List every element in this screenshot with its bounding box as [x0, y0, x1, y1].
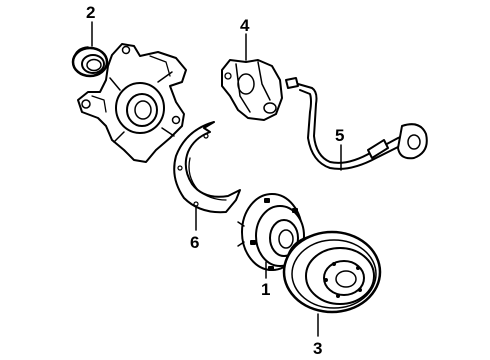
callout-4: 4 — [240, 16, 250, 35]
caliper-part — [221, 59, 283, 121]
callout-6: 6 — [190, 233, 199, 252]
callout-labels: 2 4 5 6 1 3 — [86, 3, 344, 358]
seal-part — [71, 46, 109, 78]
leader-lines — [91, 21, 342, 337]
brake-hose-part — [285, 77, 428, 170]
rotor-part — [282, 230, 382, 314]
splash-shield-part — [173, 121, 241, 214]
callout-1: 1 — [261, 280, 270, 299]
callout-5: 5 — [335, 126, 344, 145]
steering-knuckle — [77, 43, 187, 163]
callout-2: 2 — [86, 3, 95, 22]
callout-3: 3 — [313, 339, 322, 358]
